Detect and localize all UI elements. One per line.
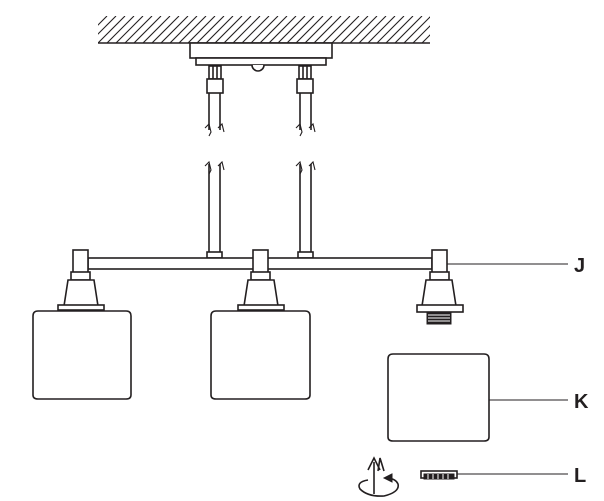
ceiling-hatch-line xyxy=(358,16,387,43)
ceiling-hatch-line xyxy=(313,16,342,43)
ceiling-hatch-line xyxy=(151,16,180,43)
suspension-rod-right xyxy=(295,65,316,259)
lamp-holder-middle xyxy=(237,249,285,311)
ceiling-hatch-line xyxy=(133,16,162,43)
ceiling-hatch-line xyxy=(304,16,333,43)
ceiling-hatch-line xyxy=(187,16,216,43)
ceiling-hatch-line xyxy=(286,16,315,43)
ceiling-hatch-line xyxy=(277,16,306,43)
ceiling-hatch-line xyxy=(340,16,369,43)
ceiling-hatch-line xyxy=(250,16,279,43)
ceiling-hatch-line xyxy=(394,16,423,43)
ceiling-hatch-line xyxy=(115,16,144,43)
ceiling-hatch-line xyxy=(268,16,297,43)
ceiling-hatch-line xyxy=(403,16,430,43)
lamp-holder-left xyxy=(57,249,105,311)
ceiling-hatch-line xyxy=(178,16,207,43)
ceiling-hatch-line xyxy=(449,16,476,43)
rotate-screw-icon xyxy=(358,456,400,497)
callout-label-j: J xyxy=(574,255,585,277)
glass-shade-middle xyxy=(210,310,311,400)
ceiling-hatch-line xyxy=(440,16,467,43)
screw-ring-l xyxy=(420,470,458,480)
ceiling-hatch-line xyxy=(385,16,414,43)
ceiling-hatch-line xyxy=(98,16,117,35)
ceiling-hatch-line xyxy=(106,16,135,43)
ceiling-hatch-line xyxy=(367,16,396,43)
ceiling-hatch-line xyxy=(376,16,405,43)
ceiling-canopy xyxy=(189,42,333,72)
callout-label-k: K xyxy=(574,391,589,413)
ceiling-hatch-line xyxy=(295,16,324,43)
ceiling-hatch-line xyxy=(331,16,360,43)
callout-label-l: L xyxy=(574,465,586,487)
lamp-holder-right xyxy=(416,249,464,325)
ceiling-hatch-line xyxy=(322,16,351,43)
ceiling-hatch-line xyxy=(124,16,153,43)
ceiling-hatch-line xyxy=(98,16,126,43)
ceiling-hatch-line xyxy=(431,16,458,43)
ceiling-hatch-line xyxy=(160,16,189,43)
ceiling-hatch-line xyxy=(214,16,243,43)
ceiling-hatch-line xyxy=(223,16,252,43)
ceiling xyxy=(98,16,476,44)
ceiling-hatch-line xyxy=(349,16,378,43)
ceiling-hatch-line xyxy=(205,16,234,43)
ceiling-hatch-line xyxy=(259,16,288,43)
ceiling-hatch-line xyxy=(421,34,430,43)
suspension-rod-left xyxy=(204,65,225,259)
ceiling-hatch-line xyxy=(241,16,270,43)
glass-shade-left xyxy=(32,310,132,400)
ceiling-hatch-line xyxy=(196,16,225,43)
glass-shade-k xyxy=(387,353,490,442)
ceiling-hatch-line xyxy=(142,16,171,43)
ceiling-hatch-line xyxy=(169,16,198,43)
ceiling-hatch-line xyxy=(98,16,108,26)
ceiling-hatch-line xyxy=(232,16,261,43)
ceiling-hatch-line xyxy=(412,25,430,43)
